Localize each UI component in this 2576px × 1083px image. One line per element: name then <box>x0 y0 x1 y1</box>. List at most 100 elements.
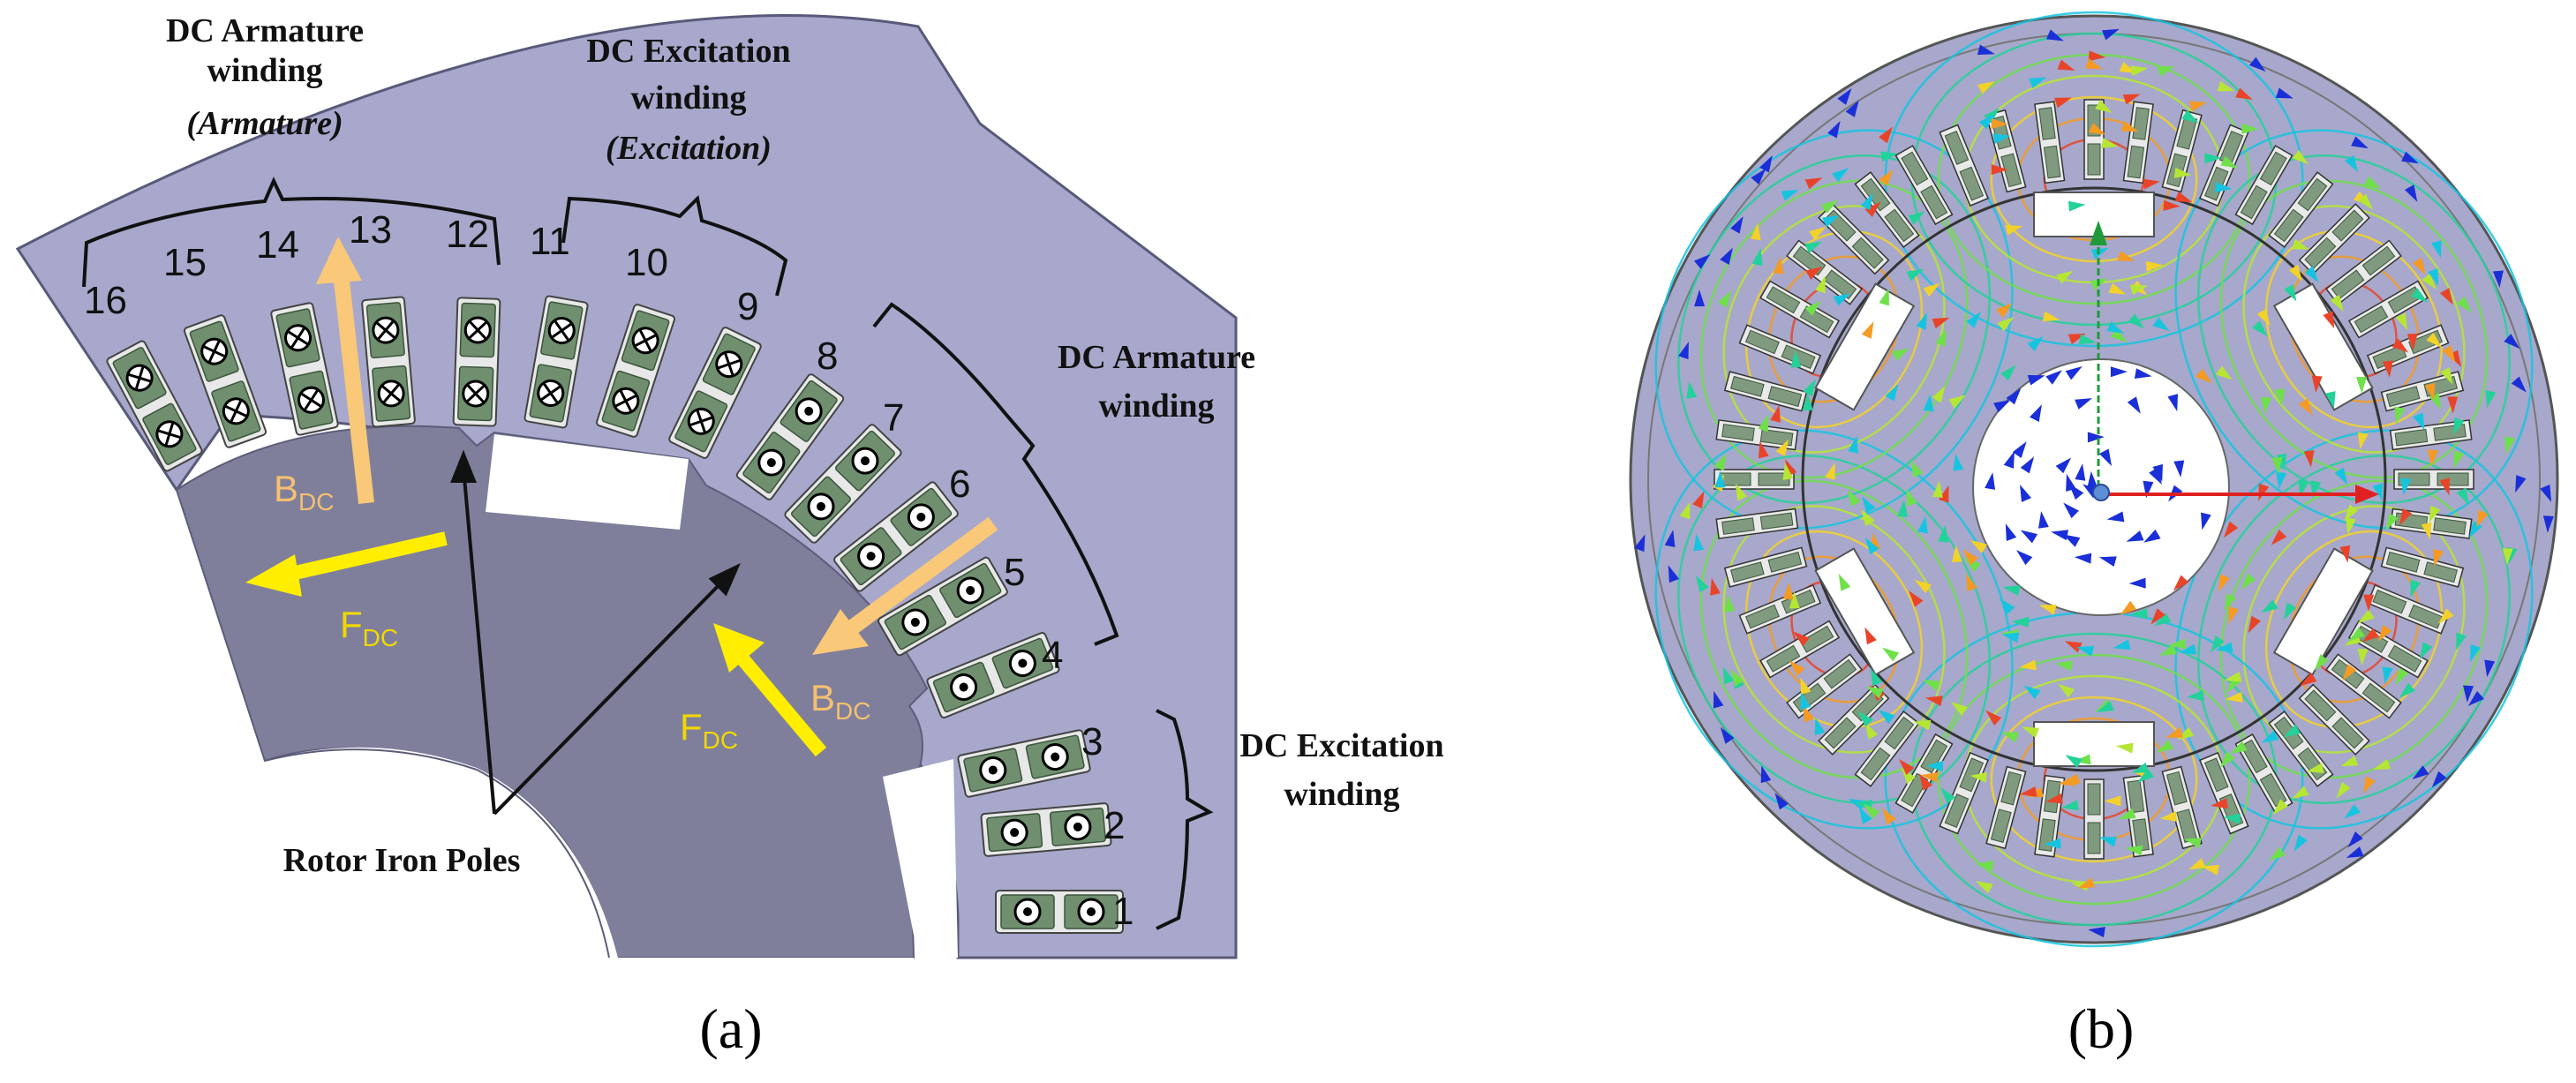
flux-vector <box>2347 627 2365 642</box>
flux-vector <box>1720 247 1733 266</box>
flux-vector <box>2306 763 2324 773</box>
flux-vector <box>2294 834 2308 852</box>
flux-vector <box>2077 877 2096 889</box>
flux-vector <box>1951 545 1962 563</box>
flux-vector <box>2214 182 2233 193</box>
air-gap-circle <box>1801 186 2387 772</box>
slot-number-2: 2 <box>1103 804 1125 847</box>
flux-vector <box>1885 384 1899 402</box>
stator-slot <box>735 373 845 500</box>
flux-vector <box>1899 758 1915 775</box>
stator-slot-b <box>1715 419 1799 451</box>
flux-vector <box>1751 248 1763 267</box>
flux-vector <box>2130 65 2149 77</box>
slot-number-10: 10 <box>625 241 668 284</box>
flux-vector <box>2433 548 2444 567</box>
flux-vector <box>1879 288 1889 306</box>
flux-vector <box>2029 77 2047 89</box>
f-arrow-left <box>245 554 302 597</box>
flux-line <box>1654 129 2014 530</box>
flux-vector <box>2357 648 2369 666</box>
flux-vector <box>2248 615 2261 634</box>
flux-vector <box>2476 509 2489 528</box>
flux-vector <box>1847 489 1861 507</box>
stator-slot-b <box>2380 546 2465 588</box>
stator-slot-b <box>1723 371 1808 412</box>
flux-vector <box>1964 557 1981 573</box>
slot-number-5: 5 <box>1004 551 1025 594</box>
caption-a: (a) <box>699 997 762 1060</box>
flux-line <box>1744 229 1924 429</box>
stator-slot <box>523 295 589 429</box>
flux-vector <box>2223 813 2241 824</box>
flux-vector <box>2412 257 2426 275</box>
flux-vector <box>1864 803 1880 819</box>
flux-vector <box>1932 386 1946 403</box>
flux-vector <box>2339 545 2351 563</box>
flux-vector <box>2062 534 2081 547</box>
flux-line <box>2264 229 2444 429</box>
flux-vector <box>2345 154 2359 173</box>
stator-slot-b <box>2161 765 2203 850</box>
flux-vector <box>1924 696 1943 707</box>
flux-vector <box>2361 628 2379 643</box>
flux-vector <box>1935 328 1947 347</box>
flux-vector <box>2421 522 2432 540</box>
flux-vector <box>1953 453 1964 471</box>
flux-vector <box>2324 391 2336 409</box>
flux-vector <box>2394 406 2406 425</box>
flux-vector <box>1950 702 1968 716</box>
flux-line <box>1990 696 2198 863</box>
flux-vector <box>2395 667 2409 686</box>
flux-vector <box>2428 268 2439 287</box>
flux-vector <box>2447 396 2459 414</box>
flux-vector <box>1938 485 1949 503</box>
flux-vector <box>2484 659 2496 678</box>
stator-slot-b <box>2324 653 2402 719</box>
flux-vector <box>2202 864 2219 876</box>
caption-b: (b) <box>2068 997 2135 1060</box>
stator-slot <box>361 296 416 428</box>
flux-vector <box>1825 463 1835 480</box>
flux-vector <box>2284 284 2297 302</box>
flux-vector <box>2054 97 2072 109</box>
flux-vector <box>2045 793 2063 804</box>
flux-vector <box>2427 449 2438 467</box>
flux-vector <box>2187 690 2204 702</box>
flux-vector <box>2298 398 2313 416</box>
flux-vector <box>2113 639 2131 651</box>
flux-vector <box>1693 253 1711 269</box>
flux-vector <box>2063 773 2081 786</box>
flux-vector <box>2150 608 2165 625</box>
flux-vector <box>1996 303 2013 318</box>
flux-vector <box>1750 222 1761 241</box>
flux-vector <box>2412 765 2429 780</box>
flux-vector <box>2314 654 2329 671</box>
flux-vector <box>2019 786 2037 797</box>
flux-vector <box>1718 290 1732 308</box>
flux-vector <box>2342 664 2357 681</box>
flux-vector <box>1730 669 1744 687</box>
flux-vector <box>2224 593 2237 612</box>
flux-vector <box>2045 370 2062 385</box>
stator-slot <box>106 340 203 472</box>
flux-vector <box>2292 786 2309 799</box>
stator-slot-b <box>1894 733 1954 814</box>
flux-vector <box>1864 627 1877 645</box>
flux-vector <box>2228 606 2239 625</box>
flux-vector <box>2122 94 2141 105</box>
flux-vector <box>1940 787 1956 804</box>
flux-vector <box>2020 530 2038 544</box>
flux-vector <box>2087 470 2098 489</box>
stator-slot-b <box>1738 583 1822 635</box>
flux-vector <box>2223 521 2239 538</box>
slot-number-6: 6 <box>949 463 970 506</box>
flux-vector <box>2502 548 2513 566</box>
rotor-gap <box>1814 282 1916 411</box>
flux-vector <box>1985 472 1996 490</box>
stator-slot <box>957 729 1091 798</box>
flux-vector <box>2078 334 2097 345</box>
flux-vector <box>1790 350 1802 368</box>
stator-slot-b <box>2298 203 2370 275</box>
slot-number-12: 12 <box>446 213 489 256</box>
